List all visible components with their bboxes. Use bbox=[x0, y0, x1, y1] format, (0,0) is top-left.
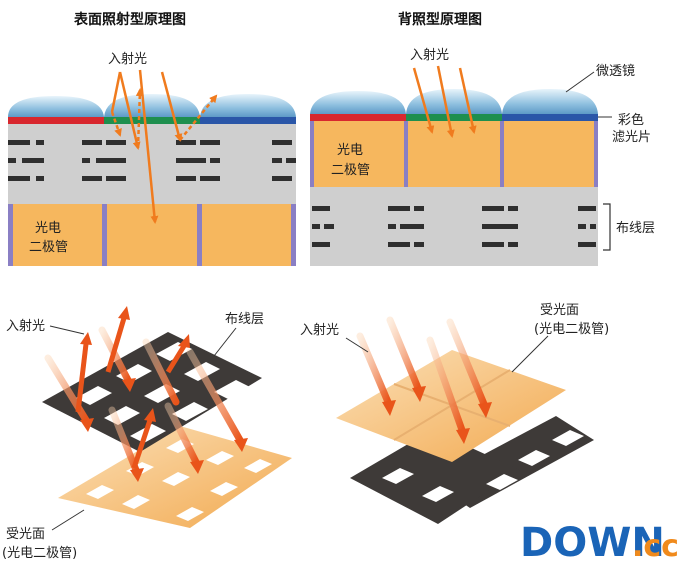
front-wiring-traces bbox=[8, 140, 296, 181]
front-3d-wiring-label: 布线层 bbox=[225, 312, 264, 327]
microlens-label: 微透镜 bbox=[596, 64, 635, 79]
back-wiring-traces bbox=[312, 206, 596, 247]
back-3d-wiring-grid-front bbox=[350, 430, 520, 524]
front-3d-wiring-leader bbox=[213, 327, 237, 357]
front-filter-green bbox=[104, 117, 200, 124]
watermark-suffix: .cc bbox=[632, 529, 679, 564]
front-3d-receiving-note: (光电二极管) bbox=[2, 546, 77, 561]
back-filter-blue bbox=[502, 114, 598, 121]
back-3d-grid-openings bbox=[382, 430, 584, 520]
front-filter-red bbox=[8, 117, 104, 124]
front-photodiode-label-1: 光电 bbox=[35, 221, 61, 236]
back-3d-receiving-label: 受光面 bbox=[540, 303, 579, 318]
front-3d-incident-leader bbox=[49, 325, 85, 335]
microlens-leader bbox=[565, 71, 595, 93]
back-incident-rays bbox=[412, 65, 477, 138]
back-3d-incident-light-label: 入射光 bbox=[300, 322, 339, 338]
front-3d-reflected-rays bbox=[75, 317, 187, 469]
back-photodiode-label-2: 二极管 bbox=[331, 163, 370, 178]
back-filter-green bbox=[406, 114, 502, 121]
front-3d-ray-heads bbox=[80, 378, 248, 482]
front-3d-reflected-heads bbox=[80, 306, 190, 422]
back-3d-receiving-leader bbox=[511, 335, 549, 373]
front-isolation-walls bbox=[8, 204, 296, 266]
front-3d-receiving-leader bbox=[51, 509, 85, 531]
back-isolation-walls bbox=[310, 121, 598, 187]
wiring-layer-label-back: 布线层 bbox=[616, 221, 655, 236]
front-incident-light-label: 入射光 bbox=[108, 51, 147, 67]
front-3d-rays bbox=[44, 326, 244, 474]
color-filter-label-2: 滤光片 bbox=[612, 130, 651, 145]
back-cross-section: 光电 二极管 入射光 微透镜 彩色 滤光片 bbox=[310, 47, 655, 266]
down-cc-watermark-logo: DOWN .cc bbox=[520, 520, 679, 566]
back-3d-illustration: 入射光 受光面 (光电二极管) bbox=[300, 303, 609, 524]
front-silicon-layer bbox=[8, 204, 296, 266]
front-3d-receiving-label: 受光面 bbox=[6, 527, 45, 542]
front-photodiode-label-2: 二极管 bbox=[29, 240, 68, 255]
back-3d-incident-leader bbox=[345, 337, 369, 353]
front-cross-section: 光电 二极管 入射光 bbox=[8, 51, 296, 266]
back-filter-red bbox=[310, 114, 406, 121]
title-front-illuminated: 表面照射型原理图 bbox=[73, 11, 186, 28]
color-filter-label-1: 彩色 bbox=[618, 112, 644, 128]
front-microlens-2 bbox=[104, 94, 200, 117]
front-filter-blue bbox=[200, 117, 296, 124]
back-3d-ray-heads bbox=[382, 386, 492, 444]
front-3d-incident-light-label: 入射光 bbox=[6, 318, 45, 334]
front-incident-rays bbox=[110, 69, 218, 224]
title-back-illuminated: 背照型原理图 bbox=[398, 11, 482, 28]
back-microlens-2 bbox=[406, 89, 502, 114]
front-microlens-1 bbox=[8, 96, 104, 117]
watermark-main: DOWN bbox=[520, 520, 665, 566]
back-microlens-3 bbox=[502, 89, 598, 114]
back-photodiode-label-1: 光电 bbox=[337, 143, 363, 158]
back-3d-receiving-note: (光电二极管) bbox=[534, 322, 609, 337]
wiring-layer-bracket bbox=[603, 203, 611, 251]
front-3d-illustration: 入射光 布线层 受光面 (光电二极管) bbox=[2, 306, 292, 561]
back-incident-light-label: 入射光 bbox=[410, 47, 449, 63]
back-microlens-1 bbox=[310, 91, 406, 114]
back-wiring-layer bbox=[310, 187, 598, 266]
back-3d-rays bbox=[356, 316, 488, 434]
front-microlens-3 bbox=[200, 94, 296, 117]
